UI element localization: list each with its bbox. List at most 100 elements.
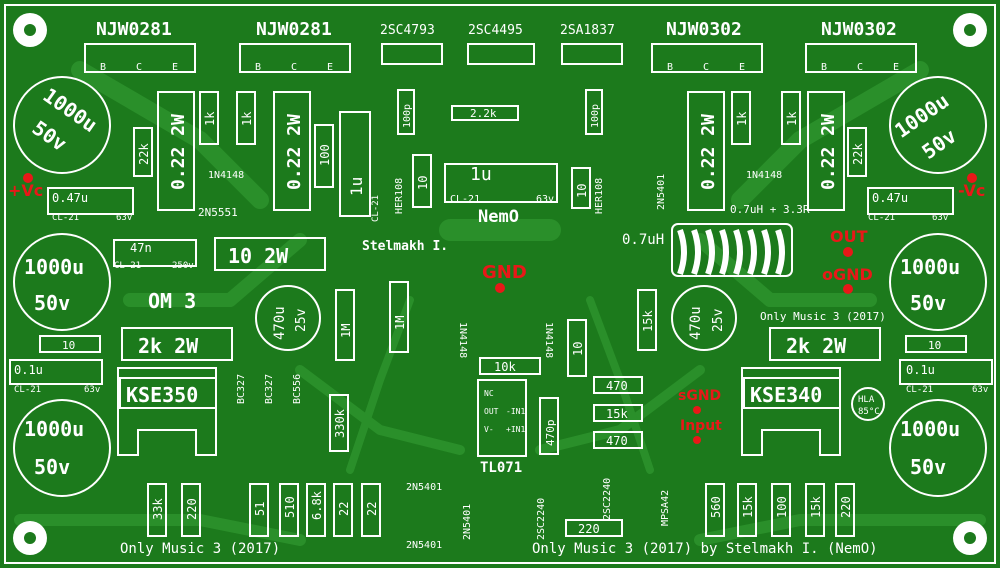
svg-text:100: 100 [775, 496, 789, 518]
svg-text:470: 470 [606, 379, 628, 393]
credit-mid: Only Music 3 (2017) [760, 310, 886, 323]
svg-text:1000u: 1000u [900, 255, 960, 279]
svg-text:0.1u: 0.1u [906, 363, 935, 377]
part-label: 2SC4793 [380, 23, 435, 38]
svg-text:0.47u: 0.47u [52, 191, 88, 205]
transistor-2sa1837: 2SA1837 [560, 23, 623, 65]
svg-text:22k: 22k [851, 143, 865, 165]
part-label: NJW0281 [96, 19, 172, 40]
svg-text:HLA: HLA [858, 395, 875, 405]
pin-b: B [667, 62, 673, 73]
svg-text:33k: 33k [151, 498, 165, 520]
svg-text:10k: 10k [494, 360, 516, 374]
svg-text:0.22 2W: 0.22 2W [698, 114, 719, 190]
credit-right: Only Music 3 (2017) by Stelmakh I. (NemO… [532, 541, 878, 557]
nemo-label: NemO [478, 207, 519, 227]
svg-text:10: 10 [571, 342, 585, 356]
svg-text:2N5401: 2N5401 [462, 504, 473, 540]
svg-text:2k 2W: 2k 2W [138, 334, 199, 358]
opamp-tl071: NC OUT V- -IN1 +IN1 TL071 [477, 379, 527, 476]
tl071-label: TL071 [480, 460, 522, 476]
power-pads: +Vc -Vc OUT oGND GND sGND Input [8, 173, 985, 444]
svg-text:HER108: HER108 [594, 178, 605, 214]
transistor-njw0302-a: NJW0302 B C E [651, 19, 763, 73]
svg-text:15k: 15k [741, 496, 755, 518]
svg-text:2N5401: 2N5401 [656, 174, 667, 210]
svg-text:220: 220 [185, 498, 199, 520]
svg-text:2SC2240: 2SC2240 [602, 478, 613, 520]
svg-text:10 2W: 10 2W [228, 244, 289, 268]
neg-supply-label: -Vc [958, 181, 985, 200]
svg-text:22k: 22k [137, 143, 151, 165]
svg-text:1k: 1k [735, 111, 749, 126]
svg-text:220: 220 [839, 496, 853, 518]
pin-e: E [172, 62, 178, 73]
svg-text:470: 470 [606, 434, 628, 448]
emitter-resistors: 0.22 2W 0.22 2W 0.22 2W 0.22 2W [157, 91, 845, 211]
svg-text:15k: 15k [641, 310, 655, 332]
svg-text:0.22 2W: 0.22 2W [284, 114, 305, 190]
svg-text:2N5401: 2N5401 [406, 482, 442, 493]
svg-text:470u: 470u [688, 306, 704, 340]
svg-text:47n: 47n [130, 241, 152, 255]
svg-text:22: 22 [337, 502, 351, 516]
pin-b: B [821, 62, 827, 73]
pin-c: C [291, 62, 297, 73]
svg-text:CL-21: CL-21 [868, 213, 895, 223]
part-label: NJW0281 [256, 19, 332, 40]
svg-text:1M: 1M [339, 324, 353, 338]
svg-text:470p: 470p [544, 420, 557, 447]
gnd-label: GND [482, 262, 527, 283]
svg-text:2SC2240: 2SC2240 [536, 498, 547, 540]
svg-text:10: 10 [928, 339, 941, 352]
svg-text:HER108: HER108 [394, 178, 405, 214]
svg-text:15k: 15k [809, 496, 823, 518]
svg-text:50v: 50v [910, 455, 946, 479]
svg-text:10: 10 [416, 176, 430, 190]
part-label: NJW0302 [821, 19, 897, 40]
cap-470u: 470u 25v 470u 25v [255, 285, 737, 351]
svg-text:63v: 63v [972, 385, 988, 395]
svg-text:CL-21: CL-21 [371, 195, 381, 222]
part-label: NJW0302 [666, 19, 742, 40]
svg-text:2N5401: 2N5401 [406, 540, 442, 551]
svg-text:CL-21: CL-21 [906, 385, 933, 395]
svg-text:6.8k: 6.8k [310, 490, 324, 520]
svg-text:22: 22 [365, 502, 379, 516]
pin-c: C [136, 62, 142, 73]
pin-b: B [100, 62, 106, 73]
svg-text:51: 51 [253, 502, 267, 516]
pos-supply-label: +Vc [8, 181, 43, 200]
output-coil: 0.7uH 0.7uH + 3.3R [622, 203, 810, 277]
author-label: Stelmakh I. [362, 239, 448, 254]
pin-c: C [857, 62, 863, 73]
svg-text:2N5551: 2N5551 [198, 206, 238, 219]
copper-traces [14, 61, 986, 546]
svg-text:0.22 2W: 0.22 2W [168, 114, 189, 190]
svg-text:15k: 15k [606, 407, 628, 421]
kse350-label: KSE350 [126, 383, 198, 407]
coil-label: 0.7uH [622, 232, 664, 248]
svg-text:0.1u: 0.1u [14, 363, 43, 377]
bottom-resistors: 33k 220 51 510 6.8k 22 22 560 15k 100 15… [147, 483, 855, 537]
svg-text:63v: 63v [932, 213, 948, 223]
svg-text:1k: 1k [203, 111, 217, 126]
svg-text:1k: 1k [785, 111, 799, 126]
transistor-2sc4495: 2SC4495 [467, 23, 535, 65]
svg-text:BC327: BC327 [236, 374, 247, 404]
film-capacitors: 0.47u CL-21 63v 0.47u CL-21 63v 47n CL-2… [9, 89, 993, 455]
svg-text:+IN1: +IN1 [506, 425, 525, 434]
svg-text:1u: 1u [470, 164, 492, 185]
sgnd-label: sGND [678, 388, 721, 404]
svg-text:1000u: 1000u [24, 417, 84, 441]
svg-text:0.47u: 0.47u [872, 191, 908, 205]
svg-text:63v: 63v [536, 194, 554, 205]
mounting-holes [13, 13, 987, 555]
credit-left: Only Music 3 (2017) [120, 541, 280, 557]
small-resistors: 22k 1k 1k 100 10 1k 1k 22k 10 1M 1M 330k… [133, 91, 867, 452]
transistor-njw0302-b: NJW0302 B C E [805, 19, 917, 73]
svg-text:MPSA42: MPSA42 [660, 490, 671, 526]
pin-c: C [703, 62, 709, 73]
svg-text:50v: 50v [34, 291, 70, 315]
